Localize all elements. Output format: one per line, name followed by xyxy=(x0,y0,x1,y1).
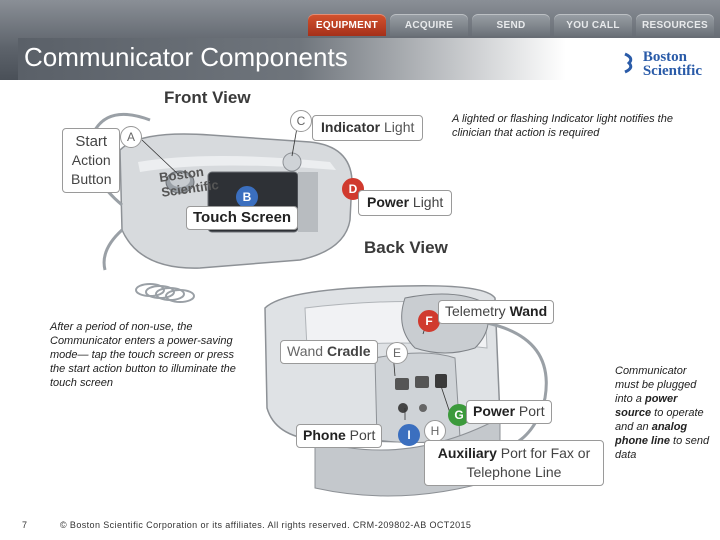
plug-note-bold2: analog phone line xyxy=(615,421,688,447)
phone-port-bold: Phone xyxy=(303,427,346,443)
indicator-label-rest: Light xyxy=(380,119,415,135)
aux-port-bold: Auxiliary xyxy=(437,445,497,461)
plug-note-3: to send data xyxy=(615,435,710,461)
tab-resources[interactable]: RESOURCES xyxy=(636,14,714,36)
power-port-bold: Power xyxy=(473,403,516,419)
logo-line2: Scientific xyxy=(642,63,702,79)
power-port-label: Power Port xyxy=(466,400,552,424)
boston-scientific-logo-icon xyxy=(624,52,633,74)
power-port-rest: Port xyxy=(515,403,545,419)
plug-note-1: Communicator must be plugged into a xyxy=(615,365,697,405)
phone-port-label: Phone Port xyxy=(296,424,383,448)
auxiliary-port-label: Auxiliary Port for Fax or Telephone Line xyxy=(424,440,604,486)
wand-cradle-label: Wand Cradle xyxy=(280,340,378,364)
aux-port-rest: Port for Fax or Telephone Line xyxy=(466,445,591,480)
plug-note-bold1: power source xyxy=(615,393,678,419)
front-view-title: Front View xyxy=(164,88,251,107)
start-label-bold: Start xyxy=(75,133,108,150)
nav-tabs: EQUIPMENT ACQUIRE SEND YOU CALL RESOURCE… xyxy=(308,14,714,36)
touch-screen-text: Touch Screen xyxy=(193,209,292,226)
tab-you-call[interactable]: YOU CALL xyxy=(554,14,632,36)
badge-c: C xyxy=(290,110,312,132)
power-label-rest: Light xyxy=(409,194,444,210)
badge-b: B xyxy=(236,186,258,208)
copyright-footer: © Boston Scientific Corporation or its a… xyxy=(60,520,472,530)
tab-send[interactable]: SEND xyxy=(472,14,550,36)
badge-a: A xyxy=(120,126,142,148)
badge-i: I xyxy=(398,424,420,446)
start-label-rest: Action Button xyxy=(71,152,112,187)
touch-screen-label: Touch Screen xyxy=(186,206,299,230)
telemetry-wand-label: Telemetry Wand xyxy=(438,300,555,324)
indicator-note: A lighted or flashing Indicator light no… xyxy=(452,113,673,139)
logo-line1: Boston xyxy=(642,49,688,65)
page-title: Communicator Components xyxy=(24,42,348,72)
back-view-title: Back View xyxy=(364,238,448,257)
page-number: 7 xyxy=(22,520,28,530)
company-logo: Boston Scientific xyxy=(642,49,702,79)
wand-cradle-bold: Cradle xyxy=(326,343,371,359)
power-saving-note: After a period of non-use, the Communica… xyxy=(50,320,250,390)
phone-port-rest: Port xyxy=(345,427,376,443)
tab-equipment[interactable]: EQUIPMENT xyxy=(308,14,386,36)
plug-in-note: Communicator must be plugged into a powe… xyxy=(615,364,711,462)
indicator-label-bold: Indicator xyxy=(321,119,381,135)
start-action-button-label: Start Action Button xyxy=(62,128,121,193)
indicator-light-label: Indicator Light xyxy=(312,115,424,141)
title-band xyxy=(18,38,720,80)
badge-e: E xyxy=(386,342,408,364)
telemetry-label-bold: Wand xyxy=(509,303,548,319)
power-saving-text: After a period of non-use, the Communica… xyxy=(50,321,236,389)
power-light-label: Power Light xyxy=(358,190,453,216)
power-label-bold: Power xyxy=(367,194,410,210)
badge-f: F xyxy=(418,310,440,332)
telemetry-label-rest: Telemetry xyxy=(445,303,510,319)
tab-acquire[interactable]: ACQUIRE xyxy=(390,14,468,36)
wand-cradle-rest: Wand xyxy=(287,343,327,359)
badge-h: H xyxy=(424,420,446,442)
plug-note-2: to operate and an xyxy=(615,407,704,433)
